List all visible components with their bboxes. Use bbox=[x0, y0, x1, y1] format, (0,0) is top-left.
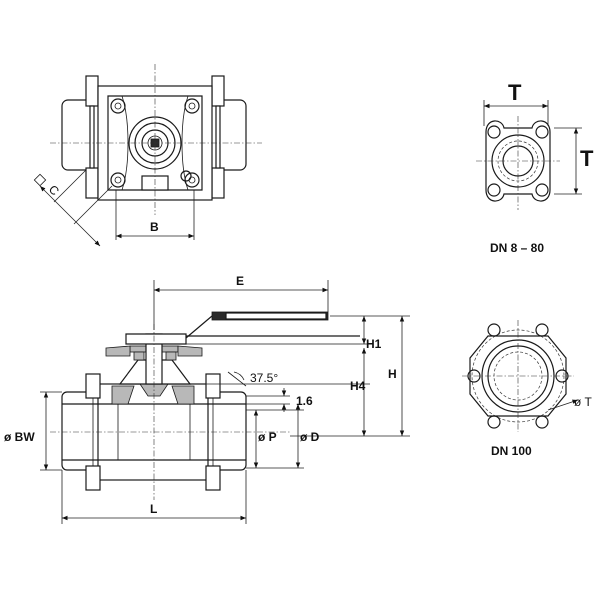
dim-l-label: L bbox=[150, 502, 157, 516]
plate-bolts bbox=[110, 98, 200, 188]
dim-bw-label: ø BW bbox=[4, 430, 35, 444]
side-view: E H1 H4 H 37.5° 1.6 ø P ø D ø BW bbox=[4, 274, 410, 524]
dimension-b: B bbox=[115, 190, 195, 240]
angle-label: 37.5° bbox=[250, 371, 278, 385]
flange-small-caption: DN 8 – 80 bbox=[490, 241, 544, 255]
dim-d-label: ø D bbox=[300, 430, 320, 444]
left-pipe-end bbox=[61, 99, 103, 171]
flange-small-view: T T DN 8 – 80 bbox=[476, 80, 594, 255]
side-bolts bbox=[85, 373, 221, 491]
flange-large-caption: DN 100 bbox=[491, 444, 532, 458]
dim-e-label: E bbox=[236, 274, 244, 288]
handle-base bbox=[125, 333, 187, 345]
dim-h1-label: H1 bbox=[366, 337, 382, 351]
top-view: B C bbox=[33, 64, 262, 247]
dim-h-label: H bbox=[388, 367, 397, 381]
dim-p-label: ø P bbox=[258, 430, 277, 444]
mounting-plate bbox=[107, 95, 203, 191]
left-seat bbox=[111, 385, 135, 405]
square-flange-outline bbox=[485, 120, 551, 202]
octagonal-flange-outline bbox=[469, 335, 567, 417]
flange-small-t-horizontal: T bbox=[508, 80, 522, 105]
dim-h4-label: H4 bbox=[350, 379, 366, 393]
flange-large-view: ø T DN 100 bbox=[462, 320, 592, 458]
dim-1-6-label: 1.6 bbox=[296, 394, 313, 408]
dim-b-label: B bbox=[150, 220, 159, 234]
flange-large-dia-t: ø T bbox=[574, 395, 592, 409]
flange-small-t-vertical: T bbox=[580, 146, 594, 171]
right-seat bbox=[171, 385, 195, 405]
